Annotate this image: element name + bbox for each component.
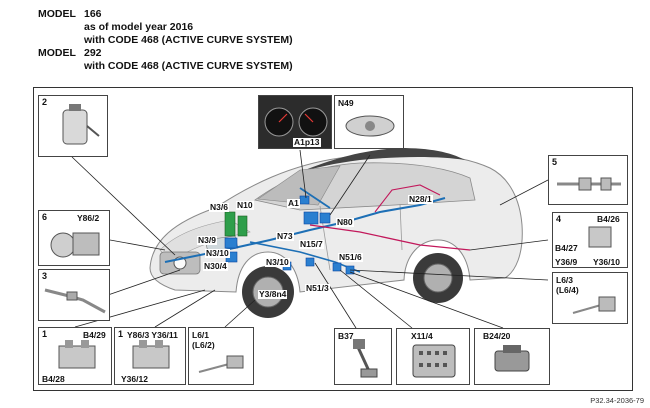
part-label-b4-29: B4/29 bbox=[83, 330, 106, 340]
label-n15-7: N15/7 bbox=[299, 239, 324, 250]
part-label-b24-20: B24/20 bbox=[483, 331, 511, 341]
valve-unit-icon bbox=[132, 340, 170, 369]
label-n10: N10 bbox=[236, 200, 254, 211]
part-label-n49: N49 bbox=[338, 98, 354, 108]
reservoir-icon bbox=[62, 104, 100, 145]
component-box-b37: B37 bbox=[334, 328, 392, 385]
label-n51-3: N51/3 bbox=[305, 283, 330, 294]
box-number: 5 bbox=[552, 157, 558, 167]
box-number: 2 bbox=[42, 97, 48, 107]
part-label-l6-3: L6/3 (L6/4) bbox=[556, 275, 579, 295]
label-n3-9: N3/9 bbox=[197, 235, 217, 246]
model-year-note: as of model year 2016 bbox=[84, 21, 194, 33]
part-label-a1p13: A1p13 bbox=[293, 137, 321, 148]
label-n30-4: N30/4 bbox=[203, 261, 228, 272]
label-n3-6: N3/6 bbox=[209, 202, 229, 213]
label-n80: N80 bbox=[336, 217, 354, 228]
label-n73: N73 bbox=[276, 231, 294, 242]
part-label-y86-2: Y86/2 bbox=[77, 213, 100, 223]
part-label-b4-26: B4/26 bbox=[597, 214, 620, 224]
label-y3-8n4: Y3/8n4 bbox=[258, 289, 288, 300]
valve-block-icon bbox=[50, 232, 100, 258]
component-box-5: 5 bbox=[548, 155, 628, 205]
component-box-l6-1: L6/1 (L6/2) bbox=[188, 327, 254, 385]
component-box-3: 3 bbox=[38, 269, 110, 321]
accelerometer-icon bbox=[494, 345, 530, 372]
component-box-6: 6 Y86/2 bbox=[38, 210, 110, 266]
model-number-292: 292 bbox=[84, 47, 102, 59]
sensor-icon bbox=[198, 355, 244, 373]
line-fitting-icon bbox=[557, 177, 621, 191]
part-label-y36-9: Y36/9 bbox=[555, 257, 578, 267]
instrument-cluster-icon bbox=[264, 107, 328, 137]
label-n51-6: N51/6 bbox=[338, 252, 363, 263]
valve-unit-icon bbox=[588, 226, 612, 248]
part-label-y86-3-y36-11: Y86/3 Y36/11 bbox=[127, 330, 178, 340]
sensor-icon bbox=[572, 296, 616, 314]
component-box-1a: 1 B4/29 B4/28 bbox=[38, 327, 112, 385]
box-number: 4 bbox=[556, 214, 562, 224]
box-number: 3 bbox=[42, 271, 48, 281]
component-box-n49: N49 bbox=[334, 95, 404, 149]
component-box-b24-20: B24/20 bbox=[474, 328, 550, 385]
box-number: 1 bbox=[118, 329, 124, 339]
component-box-2: 2 bbox=[38, 95, 108, 157]
component-box-1b: 1 Y86/3 Y36/11 Y36/12 bbox=[114, 327, 186, 385]
part-label-b37: B37 bbox=[338, 331, 354, 341]
part-label-x11-4: X11/4 bbox=[411, 331, 433, 341]
model-label-166: MODEL bbox=[38, 8, 76, 20]
part-label-y36-12: Y36/12 bbox=[121, 374, 148, 384]
box-number: 6 bbox=[42, 212, 48, 222]
model-label-292: MODEL bbox=[38, 47, 76, 59]
component-box-l6-3: L6/3 (L6/4) bbox=[552, 272, 628, 324]
part-label-l6-1: L6/1 (L6/2) bbox=[192, 330, 215, 350]
component-box-4: 4 B4/26 B4/27 Y36/9 Y36/10 bbox=[552, 212, 628, 268]
steering-sensor-icon bbox=[345, 115, 395, 137]
component-box-x11-4: X11/4 bbox=[396, 328, 470, 385]
label-n28-1: N28/1 bbox=[408, 194, 433, 205]
diagnostic-connector-icon bbox=[412, 344, 456, 378]
label-a1: A1 bbox=[287, 198, 300, 209]
model-number-166: 166 bbox=[84, 8, 102, 20]
hose-icon bbox=[44, 288, 106, 314]
label-n3-10-front: N3/10 bbox=[205, 248, 230, 259]
part-label-y36-10: Y36/10 bbox=[593, 257, 620, 267]
label-n3-10-mid: N3/10 bbox=[265, 257, 290, 268]
box-number: 1 bbox=[42, 329, 48, 339]
valve-unit-icon bbox=[58, 340, 96, 369]
figure-reference: P32.34-2036-79 bbox=[590, 396, 644, 405]
pedal-sensor-icon bbox=[353, 339, 378, 378]
code-note-166: with CODE 468 (ACTIVE CURVE SYSTEM) bbox=[84, 34, 293, 46]
part-label-b4-28: B4/28 bbox=[42, 374, 65, 384]
component-box-a1p13: A1p13 bbox=[258, 95, 332, 149]
code-note-292: with CODE 468 (ACTIVE CURVE SYSTEM) bbox=[84, 60, 293, 72]
part-label-b4-27: B4/27 bbox=[555, 243, 578, 253]
